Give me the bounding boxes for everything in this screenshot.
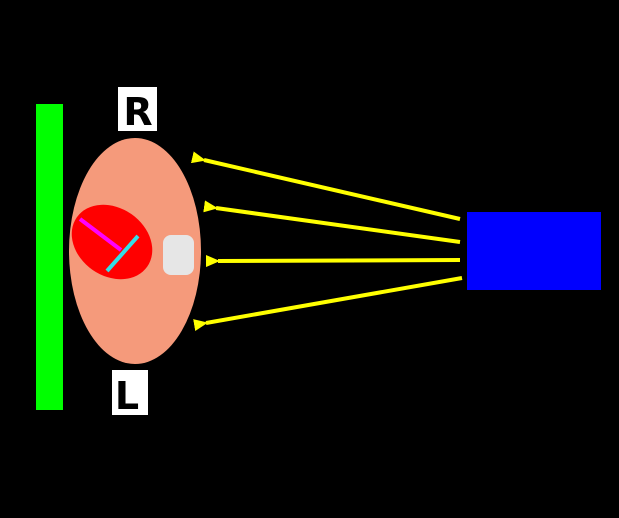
- arrow-1: [190, 151, 461, 221]
- arrow-2: [203, 200, 461, 244]
- magenta-axis-line: [78, 217, 123, 252]
- label-l: L: [115, 374, 139, 418]
- source-box: [467, 212, 601, 290]
- label-l-box: [112, 370, 148, 415]
- small-box: [163, 235, 194, 275]
- arrow-3: [205, 255, 461, 268]
- cyan-axis-line: [105, 234, 140, 273]
- green-bar: [36, 104, 63, 410]
- label-r: R: [123, 90, 152, 134]
- arrow-4: [193, 276, 463, 331]
- label-r-box: [118, 87, 157, 131]
